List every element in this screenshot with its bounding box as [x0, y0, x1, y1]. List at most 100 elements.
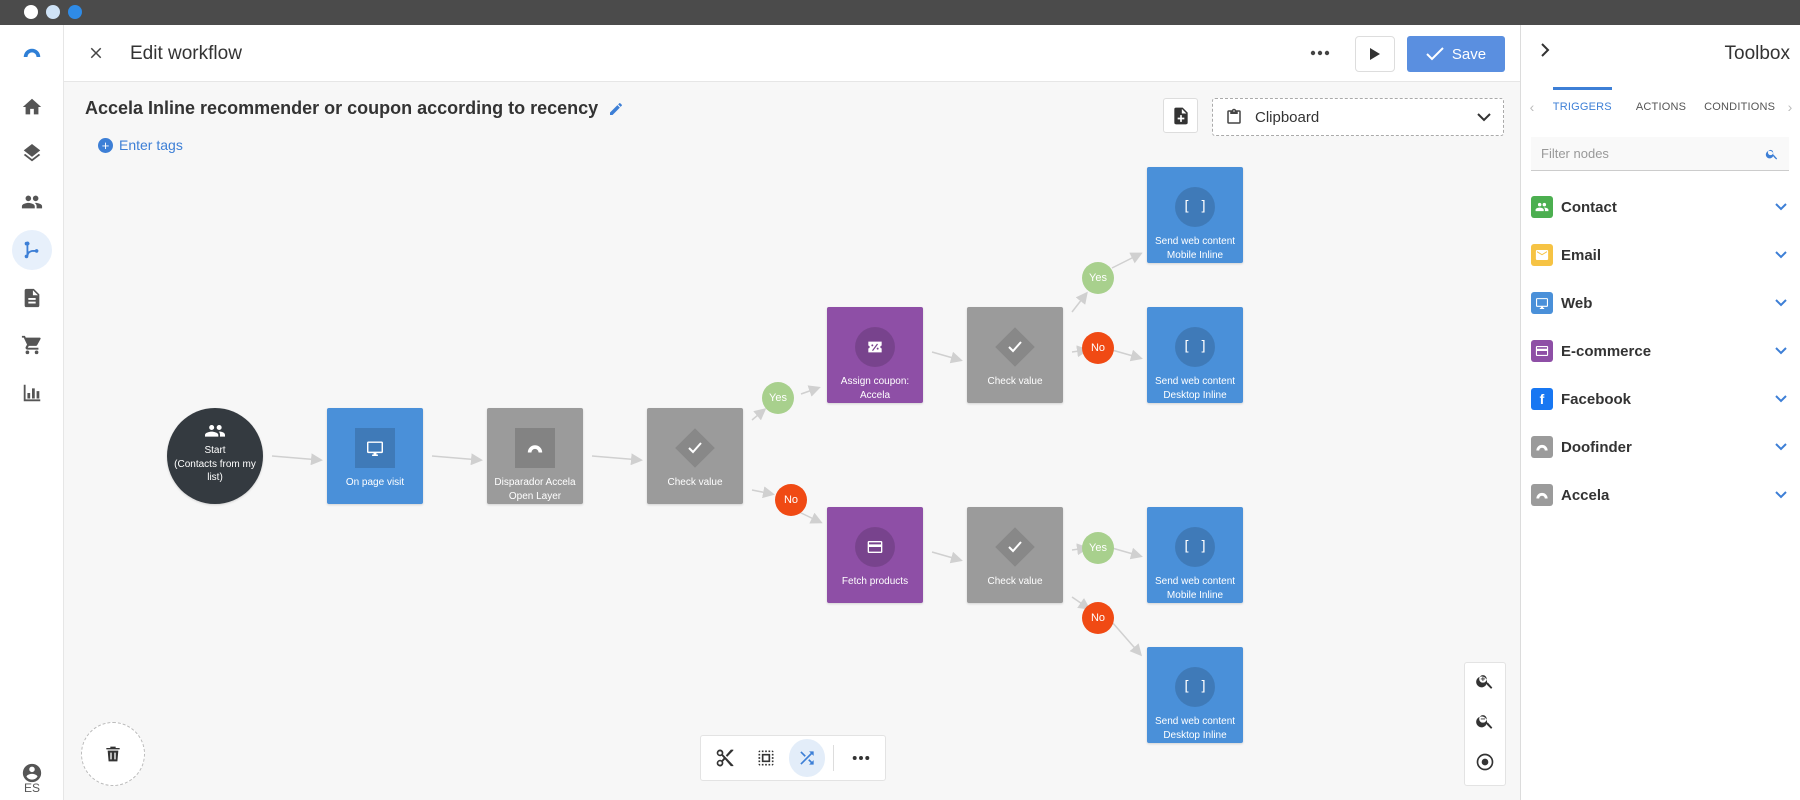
contacts-icon[interactable] [12, 182, 52, 222]
tab-actions[interactable]: ACTIONS [1635, 101, 1687, 113]
more-tools-icon[interactable] [842, 739, 879, 777]
enter-tags-label: Enter tags [119, 137, 183, 153]
send-web-content-node-1[interactable]: [ ] Send web content Mobile Inline [1147, 167, 1243, 263]
toolbar-divider [833, 745, 835, 771]
accela-trigger-title: Disparador Accela [494, 477, 576, 488]
category-accela[interactable]: Accela [1521, 471, 1800, 519]
send-web-content-subtitle-3: Mobile Inline [1166, 589, 1224, 601]
category-contact[interactable]: Contact [1521, 183, 1800, 231]
fetch-products-node[interactable]: Fetch products [827, 507, 923, 603]
chevron-down-icon [1775, 395, 1787, 403]
play-icon [1370, 48, 1380, 60]
category-facebook[interactable]: f Facebook [1521, 375, 1800, 423]
workflow-connectors [271, 252, 1143, 657]
check-value-label-1: Check value [667, 477, 723, 488]
chevron-down-icon [1775, 299, 1787, 307]
send-web-content-title-3: Send web content [1154, 576, 1236, 587]
send-web-content-node-2[interactable]: [ ] Send web content Desktop Inline [1147, 307, 1243, 403]
shop-cart-icon[interactable] [12, 325, 52, 365]
window-maximize-dot[interactable] [68, 5, 82, 19]
chevron-down-icon [1775, 443, 1787, 451]
credit-card-icon [1531, 340, 1553, 362]
zoom-out-icon[interactable] [1475, 711, 1495, 736]
shuffle-layout-icon[interactable] [788, 739, 826, 777]
chevron-down-icon [1775, 347, 1787, 355]
category-web[interactable]: Web [1521, 279, 1800, 327]
edit-pencil-icon[interactable] [608, 101, 624, 117]
user-account-icon[interactable] [12, 753, 52, 793]
monitor-icon [355, 428, 395, 468]
no-branch-badge: No [775, 484, 807, 516]
start-node-title: Start [204, 445, 226, 456]
category-doofinder[interactable]: Doofinder [1521, 423, 1800, 471]
window-minimize-dot[interactable] [46, 5, 60, 19]
layers-icon[interactable] [12, 135, 52, 175]
documents-icon[interactable] [12, 278, 52, 318]
monitor-icon [1531, 292, 1553, 314]
category-email[interactable]: Email [1521, 231, 1800, 279]
check-value-node-2[interactable]: Check value [967, 307, 1063, 403]
select-all-icon[interactable] [748, 739, 785, 777]
delete-drop-zone[interactable] [81, 722, 145, 786]
check-value-node-3[interactable]: Check value [967, 507, 1063, 603]
tab-triggers[interactable]: TRIGGERS [1543, 87, 1622, 127]
zoom-controls [1464, 662, 1506, 786]
start-node[interactable]: Start (Contacts from my list) [167, 408, 263, 504]
category-label: Web [1561, 294, 1593, 312]
workflow-canvas[interactable]: Accela Inline recommender or coupon acco… [64, 82, 1520, 800]
home-icon[interactable] [12, 87, 52, 127]
filter-nodes-input[interactable] [1541, 146, 1765, 161]
enter-tags-button[interactable]: + Enter tags [98, 137, 183, 153]
send-web-content-node-4[interactable]: [ ] Send web content Desktop Inline [1147, 647, 1243, 743]
run-workflow-button[interactable] [1355, 36, 1395, 72]
cut-icon[interactable] [707, 739, 744, 777]
send-web-content-subtitle-2: Desktop Inline [1163, 389, 1227, 401]
note-add-icon [1173, 107, 1188, 124]
new-note-button[interactable] [1163, 98, 1198, 133]
search-icon[interactable] [1765, 147, 1779, 161]
add-circle-icon: + [98, 137, 113, 153]
fetch-products-label: Fetch products [841, 576, 909, 587]
close-icon[interactable] [84, 41, 108, 65]
check-diamond-icon [675, 428, 715, 468]
brackets-icon: [ ] [1175, 187, 1215, 227]
clipboard-dropdown[interactable]: Clipboard [1212, 98, 1504, 136]
workflows-icon[interactable] [12, 230, 52, 270]
doofinder-arc-icon [1531, 436, 1553, 458]
language-indicator[interactable]: ES [23, 781, 40, 795]
zoom-in-icon[interactable] [1475, 671, 1495, 696]
brackets-icon: [ ] [1175, 327, 1215, 367]
more-options-icon[interactable] [1304, 41, 1336, 65]
save-button[interactable]: Save [1407, 36, 1505, 72]
facebook-icon: f [1531, 388, 1553, 410]
clipboard-icon [1227, 108, 1241, 124]
window-titlebar [0, 0, 1800, 25]
category-label: Doofinder [1561, 438, 1632, 456]
check-value-label-2: Check value [987, 376, 1043, 387]
analytics-icon[interactable] [12, 373, 52, 413]
tab-conditions[interactable]: CONDITIONS [1704, 101, 1776, 113]
left-navigation: ES [0, 25, 64, 800]
category-label: Accela [1561, 486, 1610, 504]
logo-icon[interactable] [12, 37, 52, 77]
no-branch-badge: No [1082, 332, 1114, 364]
tabs-scroll-right-icon[interactable]: › [1787, 99, 1793, 115]
window-close-dot[interactable] [24, 5, 38, 19]
group-add-icon [195, 420, 235, 440]
on-page-visit-node[interactable]: On page visit [327, 408, 423, 504]
accela-trigger-node[interactable]: Disparador Accela Open Layer [487, 408, 583, 504]
check-value-node-1[interactable]: Check value [647, 408, 743, 504]
yes-branch-badge: Yes [1082, 262, 1114, 294]
yes-branch-badge: Yes [1082, 532, 1114, 564]
workflow-name: Accela Inline recommender or coupon acco… [85, 98, 624, 119]
send-web-content-title-2: Send web content [1154, 376, 1236, 387]
tabs-scroll-left-icon[interactable]: ‹ [1529, 99, 1535, 115]
accela-arc-icon [515, 428, 555, 468]
assign-coupon-node[interactable]: Assign coupon: Accela [827, 307, 923, 403]
collapse-toolbox-icon[interactable] [1539, 41, 1551, 64]
send-web-content-node-3[interactable]: [ ] Send web content Mobile Inline [1147, 507, 1243, 603]
category-ecommerce[interactable]: E-commerce [1521, 327, 1800, 375]
category-label: Contact [1561, 198, 1617, 216]
send-web-content-subtitle-1: Mobile Inline [1166, 249, 1224, 261]
center-view-icon[interactable] [1475, 752, 1495, 777]
